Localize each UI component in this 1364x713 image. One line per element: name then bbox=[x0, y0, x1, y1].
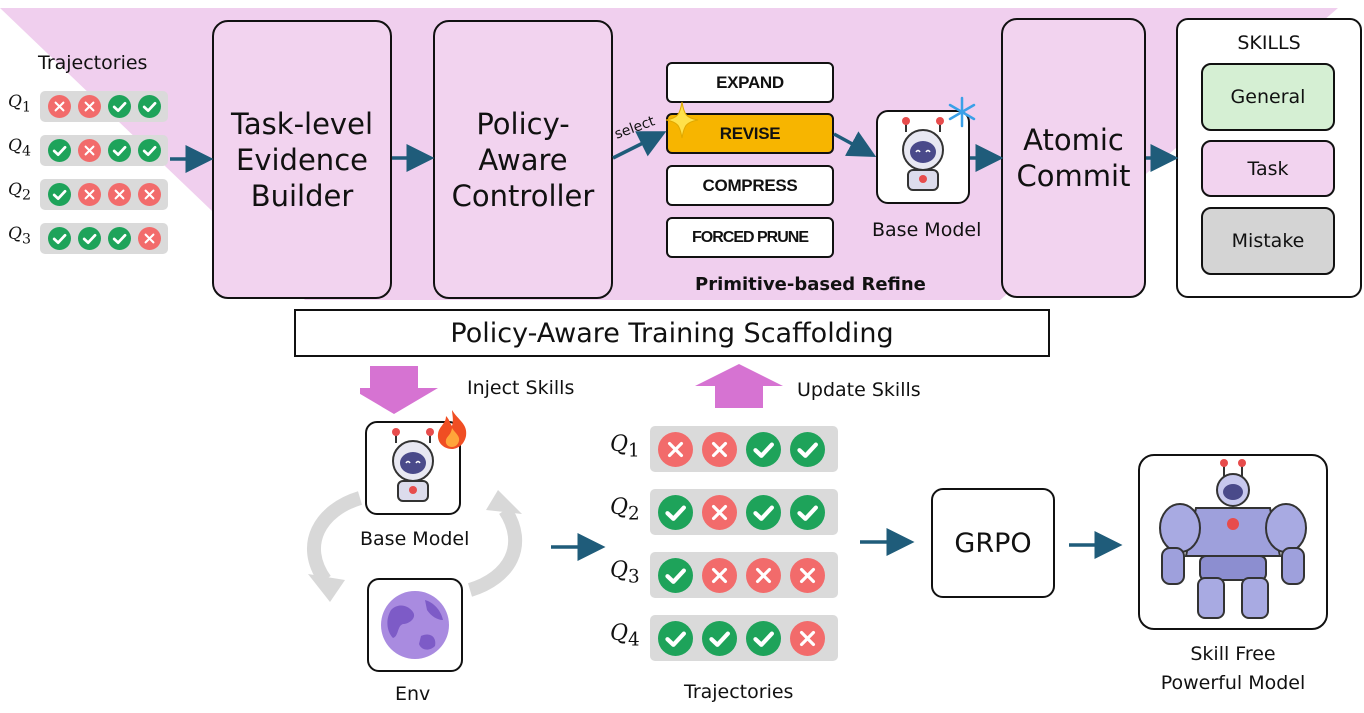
check-icon bbox=[746, 620, 781, 656]
top-trajectories-label: Trajectories bbox=[38, 52, 148, 74]
q-label: Q1 bbox=[610, 432, 640, 461]
atomic-commit-label: Atomic Commit bbox=[1016, 123, 1131, 193]
controller-box: Policy-Aware Controller bbox=[433, 20, 613, 299]
q-index: 1 bbox=[628, 440, 640, 462]
q-index: 3 bbox=[21, 231, 31, 248]
controller-label: Policy-Aware Controller bbox=[451, 106, 595, 213]
check-icon bbox=[790, 431, 825, 467]
check-icon bbox=[78, 227, 101, 250]
q-letter: Q bbox=[8, 180, 22, 200]
env-box bbox=[367, 578, 463, 672]
primitive-forced-prune: FORCED PRUNE bbox=[666, 217, 834, 258]
q-letter: Q bbox=[610, 495, 629, 520]
env-label: Env bbox=[395, 683, 431, 705]
top-base-model-box bbox=[876, 110, 970, 204]
evidence-builder-box: Task-level Evidence Builder bbox=[212, 20, 392, 299]
cross-icon bbox=[78, 95, 101, 118]
cross-icon bbox=[78, 139, 101, 162]
q-index: 2 bbox=[21, 187, 31, 204]
q-index: 3 bbox=[628, 566, 640, 588]
q-index: 4 bbox=[21, 143, 31, 160]
cross-icon bbox=[702, 557, 737, 593]
robot-icon bbox=[902, 117, 944, 191]
q-label: Q3 bbox=[8, 224, 31, 247]
top-base-model-label: Base Model bbox=[872, 219, 982, 241]
final-label-2: Powerful Model bbox=[1160, 672, 1306, 694]
q-label: Q2 bbox=[8, 180, 31, 203]
q-letter: Q bbox=[610, 621, 629, 646]
cross-icon bbox=[790, 557, 825, 593]
robot-icon bbox=[392, 428, 434, 502]
skill-general: General bbox=[1201, 63, 1335, 131]
snowflake-icon bbox=[948, 96, 976, 128]
check-icon bbox=[746, 431, 781, 467]
update-skills-label: Update Skills bbox=[797, 379, 921, 401]
cross-icon bbox=[702, 494, 737, 530]
evidence-builder-label: Task-level Evidence Builder bbox=[230, 106, 373, 213]
check-icon bbox=[108, 139, 131, 162]
check-icon bbox=[138, 95, 161, 118]
update-arrow bbox=[695, 364, 783, 408]
q-index: 2 bbox=[628, 503, 640, 525]
scaffolding-banner: Policy-Aware Training Scaffolding bbox=[294, 309, 1050, 357]
cross-icon bbox=[746, 557, 781, 593]
q-index: 4 bbox=[628, 629, 640, 651]
primitive-expand: EXPAND bbox=[666, 62, 834, 103]
check-icon bbox=[108, 95, 131, 118]
final-label-1: Skill Free bbox=[1190, 643, 1276, 665]
cross-icon bbox=[702, 431, 737, 467]
cross-icon bbox=[78, 183, 101, 206]
atomic-commit-box: Atomic Commit bbox=[1001, 18, 1146, 298]
q-letter: Q bbox=[8, 136, 22, 156]
check-icon bbox=[658, 557, 693, 593]
q-letter: Q bbox=[8, 92, 22, 112]
grpo-box: GRPO bbox=[931, 488, 1055, 598]
check-icon bbox=[138, 139, 161, 162]
q-label: Q4 bbox=[610, 621, 640, 650]
q-label: Q2 bbox=[610, 495, 640, 524]
check-icon bbox=[48, 139, 71, 162]
fire-icon bbox=[437, 410, 467, 449]
cross-icon bbox=[138, 183, 161, 206]
sparkle-icon bbox=[665, 101, 699, 139]
check-icon bbox=[48, 183, 71, 206]
skill-mistake: Mistake bbox=[1201, 207, 1335, 275]
check-icon bbox=[790, 494, 825, 530]
q-label: Q1 bbox=[8, 92, 31, 115]
bottom-trajectories-label: Trajectories bbox=[684, 681, 794, 703]
skill-task: Task bbox=[1201, 140, 1335, 197]
primitive-compress: COMPRESS bbox=[666, 165, 834, 206]
q-letter: Q bbox=[610, 558, 629, 583]
check-icon bbox=[658, 620, 693, 656]
q-label: Q4 bbox=[8, 136, 31, 159]
q-letter: Q bbox=[8, 224, 22, 244]
cross-icon bbox=[658, 431, 693, 467]
q-index: 1 bbox=[21, 99, 31, 116]
cross-icon bbox=[138, 227, 161, 250]
refine-label: Primitive-based Refine bbox=[695, 274, 926, 295]
skills-title: SKILLS bbox=[1237, 32, 1301, 54]
cross-icon bbox=[48, 95, 71, 118]
cycle-arrow-icon bbox=[307, 490, 523, 602]
q-label: Q3 bbox=[610, 558, 640, 587]
cross-icon bbox=[108, 183, 131, 206]
final-model-box bbox=[1138, 454, 1328, 630]
globe-icon bbox=[381, 591, 449, 659]
cross-icon bbox=[790, 620, 825, 656]
inject-skills-label: Inject Skills bbox=[467, 377, 575, 399]
q-letter: Q bbox=[610, 432, 629, 457]
check-icon bbox=[702, 620, 737, 656]
bottom-base-model-label: Base Model bbox=[360, 528, 470, 550]
check-icon bbox=[746, 494, 781, 530]
check-icon bbox=[658, 494, 693, 530]
mech-robot-icon bbox=[1159, 459, 1307, 619]
check-icon bbox=[48, 227, 71, 250]
inject-arrow bbox=[360, 366, 438, 414]
check-icon bbox=[108, 227, 131, 250]
